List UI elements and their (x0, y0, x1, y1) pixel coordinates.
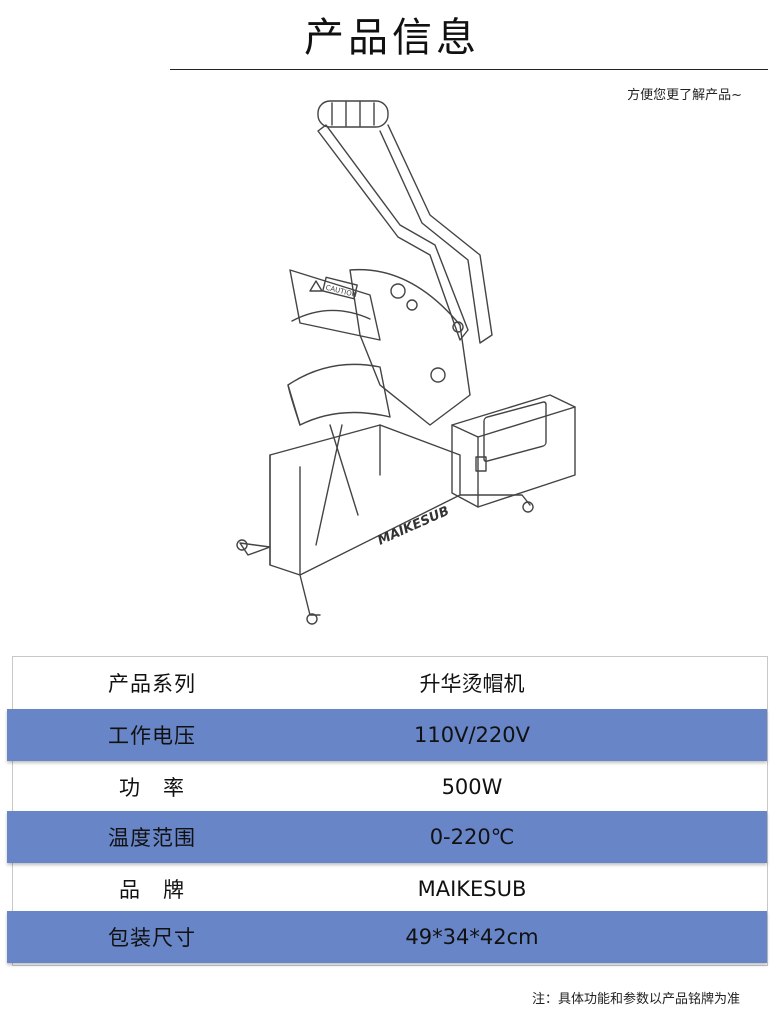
spec-label: 功 率 (119, 776, 185, 800)
control-box (451, 394, 576, 508)
spec-label: 品 牌 (119, 878, 185, 902)
spec-value: 升华烫帽机 (419, 672, 525, 696)
spec-row-brand: 品 牌 MAIKESUB (13, 863, 767, 915)
page-title: 产品信息 (304, 15, 480, 61)
spec-value: 0-220℃ (429, 825, 515, 849)
spec-value: 110V/220V (414, 723, 530, 747)
brand-label-on-machine: MAIKESUB (376, 504, 452, 549)
spec-table: 产品系列 升华烫帽机 工作电压 110V/220V 功 率 500W 温度范围 … (7, 656, 768, 966)
handle-grip (317, 100, 389, 128)
page-subtitle: 方便您更了解产品~ (627, 88, 742, 103)
spec-label: 温度范围 (108, 826, 196, 850)
title-divider (170, 69, 768, 70)
product-image: CAUTION MAIKESUB (236, 100, 576, 625)
lower-platen (287, 363, 391, 426)
footnote: 注：具体功能和参数以产品铭牌为准 (531, 992, 740, 1007)
handle-arm (317, 124, 469, 341)
base-frame (236, 424, 534, 625)
spec-value: 500W (441, 775, 503, 799)
spec-value: MAIKESUB (417, 877, 527, 901)
spec-row-series: 产品系列 升华烫帽机 (13, 657, 767, 709)
spec-value: 49*34*42cm (405, 925, 539, 949)
spec-row-power: 功 率 500W (13, 761, 767, 813)
spec-label: 产品系列 (108, 672, 196, 696)
upper-platen: CAUTION (289, 269, 381, 341)
spec-label: 工作电压 (108, 724, 196, 748)
spec-row-voltage: 工作电压 110V/220V (7, 709, 767, 761)
spec-label: 包装尺寸 (108, 926, 196, 950)
spec-row-temperature: 温度范围 0-220℃ (7, 811, 767, 863)
spec-row-package-size: 包装尺寸 49*34*42cm (7, 911, 767, 963)
